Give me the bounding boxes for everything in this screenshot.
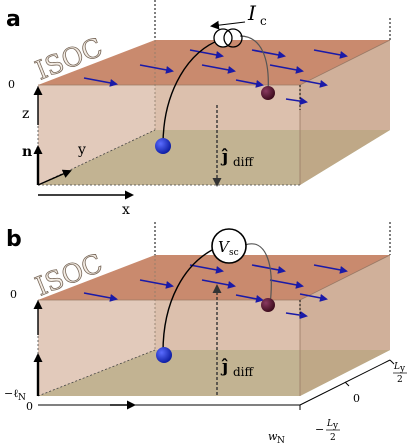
panel-a-source-sub: c: [260, 14, 267, 28]
panel-b-y-tick-neg-den: 2: [330, 433, 336, 443]
panel-b-corner-tick: 0: [26, 400, 33, 413]
panel-b-y-tick-pos-den: 2: [397, 375, 403, 385]
panel-b-electrode-right: [261, 298, 275, 312]
panel-a-wire-right: [239, 35, 269, 93]
panel-a-x-label: x: [122, 202, 130, 218]
panel-a-right-face: [300, 40, 390, 185]
panel-a-wire-left: [162, 39, 221, 146]
panel-a-y-axis: [37, 169, 72, 186]
panel-b-y-tick-pos-num: L: [393, 362, 400, 372]
panel-b-jdiff-sub: diff: [233, 365, 255, 379]
panel-a-spin-arrows: [83, 49, 348, 106]
panel-b-jdiff-symbol: ĵ: [220, 357, 228, 377]
panel-b-wn-sub: N: [277, 436, 285, 446]
panel-b-wire-right: [244, 243, 272, 306]
panel-b-y-tick-neg-sign: −: [315, 423, 324, 436]
panel-b-y-tick-neg-num: L: [326, 419, 333, 429]
panel-a-source-symbol: I: [247, 1, 257, 25]
panel-b-y-tick-neg-sub: y: [332, 421, 339, 431]
panel-b-y-tick-pos-sub: y: [399, 364, 406, 374]
panel-b-voltage-source: V sc: [211, 228, 247, 264]
panel-a-z-label: z: [22, 106, 29, 122]
panel-b-z-tick-bottom-sub: N: [18, 393, 26, 403]
panel-b-electrode-left: [156, 347, 172, 363]
panel-a-jdiff-sub: diff: [233, 155, 255, 169]
panel-a-electrode-left: [155, 138, 171, 154]
panel-b-wire-left: [162, 249, 213, 353]
panel-b-label: b: [6, 227, 22, 252]
panel-b-z-tick-top: 0: [10, 288, 17, 301]
panel-b-spin-arrows: [83, 264, 348, 320]
panel-b-source-symbol: V: [218, 238, 231, 256]
panel-b-source-sub: sc: [229, 248, 239, 258]
panel-a-n-label: n: [22, 144, 32, 160]
panel-a-current-source: I c: [210, 1, 267, 48]
panel-a-jdiff-symbol: ĵ: [220, 147, 228, 167]
panel-b-y-tick-pos: L y 2: [393, 362, 407, 385]
panel-a: a ISOC: [6, 0, 391, 218]
panel-a-label: a: [6, 7, 21, 32]
panel-b-y-tick-neg: − L y 2: [315, 419, 340, 443]
panel-a-y-label: y: [77, 142, 86, 158]
panel-b-right-face: [300, 255, 390, 396]
panel-b-front-face: [38, 300, 300, 396]
panel-b-y-tick-zero: 0: [353, 392, 360, 405]
panel-b: b ISOC 0 −ℓ N 0: [4, 222, 407, 446]
panel-b-z-tick-bottom: −ℓ: [4, 387, 19, 400]
panel-a-front-face: [38, 85, 300, 185]
panel-a-z-tick: 0: [8, 78, 15, 91]
panel-b-wn-label: w: [268, 430, 278, 443]
panel-a-electrode-right: [261, 86, 275, 100]
